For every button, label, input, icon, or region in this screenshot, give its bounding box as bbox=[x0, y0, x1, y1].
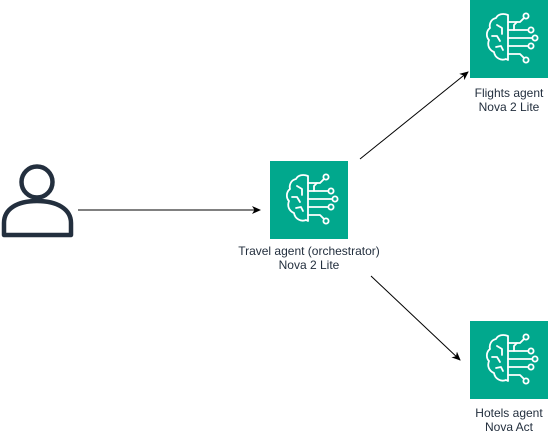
user-icon bbox=[1, 164, 74, 238]
orchestrator-agent-node bbox=[270, 161, 348, 239]
hotels-agent-label: Hotels agent Nova Act bbox=[454, 406, 549, 434]
edge-orchestrator-to-hotels bbox=[370, 275, 461, 361]
flights-agent-node bbox=[470, 0, 548, 78]
hotels-agent-title: Hotels agent bbox=[475, 406, 543, 420]
flights-agent-model: Nova 2 Lite bbox=[478, 100, 540, 114]
orchestrator-agent-model: Nova 2 Lite bbox=[278, 258, 340, 272]
orchestrator-agent-title: Travel agent (orchestrator) bbox=[238, 244, 380, 258]
brain-circuit-icon bbox=[285, 173, 339, 225]
edge-orchestrator-to-flights bbox=[359, 71, 469, 160]
flights-agent-label: Flights agent Nova 2 Lite bbox=[454, 86, 549, 114]
flights-agent-title: Flights agent bbox=[474, 86, 544, 100]
orchestrator-agent-label: Travel agent (orchestrator) Nova 2 Lite bbox=[209, 244, 409, 272]
brain-circuit-icon bbox=[485, 333, 539, 385]
hotels-agent-node bbox=[470, 321, 548, 399]
brain-circuit-icon bbox=[485, 12, 539, 64]
hotels-agent-model: Nova Act bbox=[484, 420, 534, 434]
